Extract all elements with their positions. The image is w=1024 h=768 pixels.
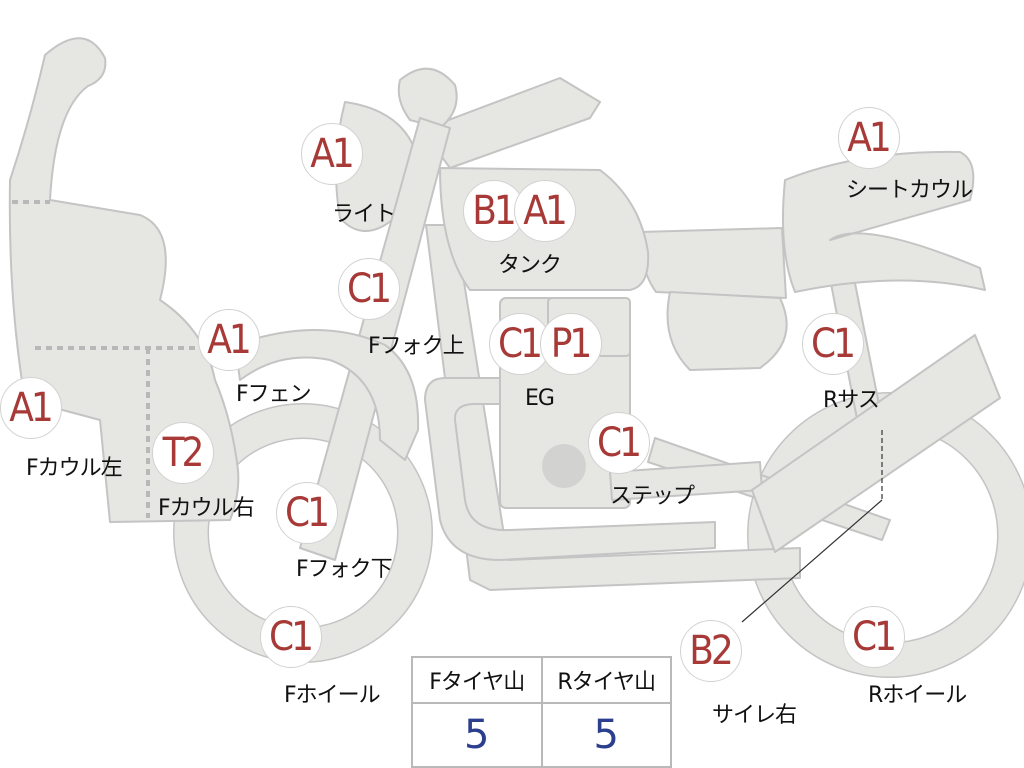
handlebar-shape (421, 77, 601, 169)
label-light: ライト (332, 202, 396, 227)
grade-badge-step: C1 (588, 412, 650, 474)
value-rear-tire: 5 (540, 702, 672, 768)
grade-badge-light: A1 (301, 123, 363, 185)
grade-badge-f-fork-upper: C1 (338, 258, 400, 320)
grade-badge-r-suspension: C1 (802, 313, 864, 375)
muffler-shape (751, 334, 1001, 553)
label-f-fender: Fフェン (236, 382, 312, 407)
grade-badge-f-cowl-right: T2 (152, 422, 214, 484)
header-rear-tire: Rタイヤ山 (540, 656, 672, 704)
front-fender-shape (234, 329, 420, 461)
front-fork-shape (299, 117, 451, 561)
tire-tread-table: Fタイヤ山 Rタイヤ山 5 5 (411, 656, 672, 768)
engine-cover-shape (542, 444, 586, 488)
label-f-cowl-left: Fカウル左 (26, 456, 123, 481)
mirror-shape (397, 67, 458, 129)
seat-shape (639, 227, 787, 299)
lower-frame-shape (424, 377, 716, 561)
grade-badge-f-fender: A1 (198, 309, 260, 371)
label-engine: EG (525, 386, 555, 411)
label-tank: タンク (498, 253, 562, 278)
label-f-wheel: Fホイール (284, 683, 381, 708)
label-f-fork-upper: Fフォク上 (368, 334, 465, 359)
label-f-cowl-right: Fカウル右 (158, 496, 255, 521)
grade-badge-tank-a: A1 (514, 180, 576, 242)
header-front-tire: Fタイヤ山 (411, 656, 543, 704)
muffler-leader-diagonal (741, 499, 883, 623)
label-seat-cowl: シートカウル (846, 178, 973, 203)
label-f-fork-lower: Fフォク下 (296, 557, 393, 582)
grade-badge-f-cowl-left: A1 (0, 377, 62, 439)
seat-cowl-shape (781, 150, 986, 293)
grade-badge-f-fork-lower: C1 (276, 482, 338, 544)
grade-badge-r-wheel: C1 (843, 606, 905, 668)
label-step: ステップ (610, 484, 695, 509)
label-r-suspension: Rサス (823, 388, 880, 413)
label-r-wheel: Rホイール (868, 683, 967, 708)
grade-badge-tank-b: B1 (463, 180, 525, 242)
grade-badge-muffler-right: B2 (680, 620, 742, 682)
grade-badge-f-wheel: C1 (260, 606, 322, 668)
rear-fender-shape (666, 291, 788, 371)
label-muffler-right: サイレ右 (712, 703, 797, 728)
grade-badge-engine-p: P1 (540, 313, 602, 375)
grade-badge-seat-cowl: A1 (838, 107, 900, 169)
value-front-tire: 5 (411, 702, 543, 768)
